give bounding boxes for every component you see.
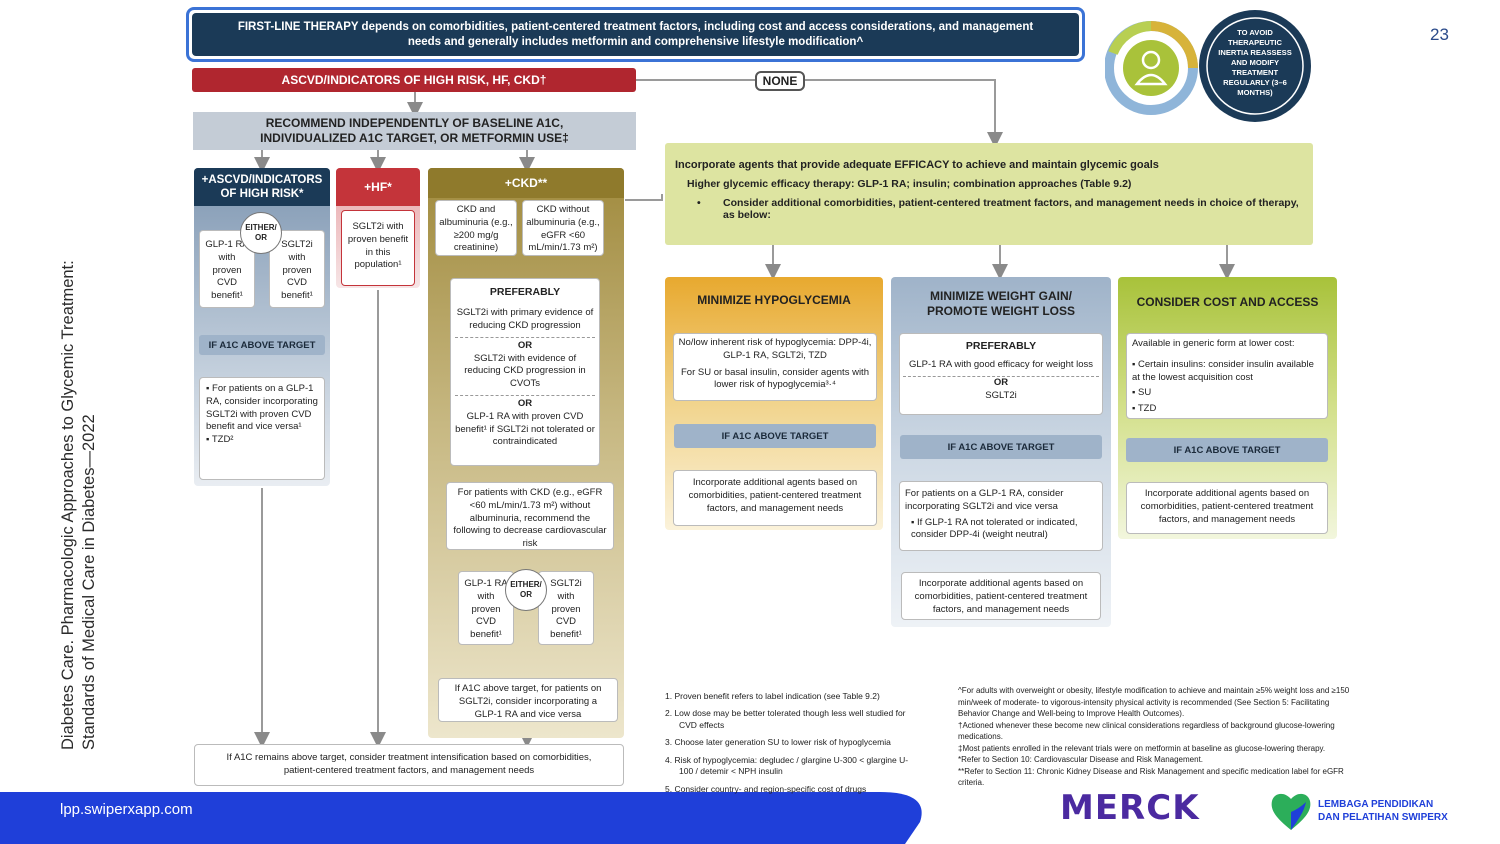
ckd-bottom-box: If A1C above target, for patients on SGL… [438,678,618,722]
inertia-cycle-graphic [1105,10,1311,122]
swiperx-heart-icon [1271,793,1311,830]
ckd-sglt2-box: SGLT2i with proven CVD benefit¹ [538,571,594,645]
weight-if-above-target: IF A1C ABOVE TARGET [900,435,1102,459]
ckd-no-albuminuria-box: CKD without albuminuria (e.g., eGFR <60 … [522,200,604,256]
ckd-pref-option-3: GLP-1 RA with proven CVD benefit¹ if SGL… [455,410,595,448]
ckd-without-albuminuria-text: For patients with CKD (e.g., eGFR <60 mL… [446,482,614,550]
efficacy-line3: • Consider additional comorbidities, pat… [697,197,1303,221]
efficacy-line2: Higher glycemic efficacy therapy: GLP-1 … [687,178,1132,190]
lembaga-line1: LEMBAGA PENDIDIKAN [1318,799,1434,810]
footer-band [0,778,922,844]
ascvd-bullet-1: For patients on a GLP-1 RA, consider inc… [206,383,318,434]
cost-title: CONSIDER COST AND ACCESS [1136,295,1319,309]
intensification-box: If A1C remains above target, consider tr… [194,744,624,786]
efficacy-line3-text: Consider additional comorbidities, patie… [723,197,1299,221]
footnote-1: 1. Proven benefit refers to label indica… [665,691,880,701]
hypo-if-above-target: IF A1C ABOVE TARGET [674,424,876,448]
ckd-glp1-box: GLP-1 RA with proven CVD benefit¹ [458,571,514,645]
footnote-4: 4. Risk of hypoglycemia: degludec / glar… [665,754,909,777]
ascvd-bullet-2: TZD² [206,434,318,447]
hypo-text-1: No/low inherent risk of hypoglycemia: DP… [678,337,872,361]
hypo-text-2: For SU or basal insulin, consider agents… [681,366,869,391]
weight-option-1: GLP-1 RA with good efficacy for weight l… [908,359,1094,371]
weight-preferably-box: PREFERABLY GLP-1 RA with good efficacy f… [899,333,1103,415]
footnotes-left: 1. Proven benefit refers to label indica… [665,691,915,795]
cost-bullet-2: SU [1132,387,1322,400]
ckd-pref-option-2: SGLT2i with evidence of reducing CKD pro… [464,352,586,390]
footnote-double-star: **Refer to Section 11: Chronic Kidney Di… [958,766,1344,788]
footnote-2: 2. Low dose may be better tolerated thou… [665,708,906,730]
ascvd-hf-ckd-bar: ASCVD/INDICATORS OF HIGH RISK, HF, CKD† [192,68,636,92]
efficacy-line1: Incorporate agents that provide adequate… [675,159,1159,171]
hypo-box-1: No/low inherent risk of hypoglycemia: DP… [673,333,877,401]
inertia-text: TO AVOID THERAPEUTIC INERTIA REASSESS AN… [1218,28,1292,97]
footnote-dagger: †Actioned whenever these become new clin… [958,720,1335,742]
footnote-3: 3. Choose later generation SU to lower r… [665,737,891,748]
weight-title: MINIMIZE WEIGHT GAIN/ PROMOTE WEIGHT LOS… [926,289,1075,318]
ckd-preferably-box: PREFERABLY SGLT2i with primary evidence … [450,278,600,466]
ascvd-sglt2-box: SGLT2i with proven CVD benefit¹ [269,230,325,308]
cost-bullet-3: TZD [1132,403,1322,416]
weight-box-2: For patients on a GLP-1 RA, consider inc… [899,481,1103,551]
merck-logo: MERCK [1060,788,1200,828]
weight-bullets: If GLP-1 RA not tolerated or indicated, … [905,517,1097,543]
weight-text-3: For patients on a GLP-1 RA, consider inc… [905,488,1064,512]
first-line-therapy-box: FIRST-LINE THERAPY depends on comorbidit… [186,7,1085,62]
weight-preferably-label: PREFERABLY [965,340,1037,352]
cost-bullet-1: Certain insulins: consider insulin avail… [1132,359,1322,385]
weight-bullet-1: If GLP-1 RA not tolerated or indicated, … [911,517,1097,543]
efficacy-box: Incorporate agents that provide adequate… [665,143,1313,245]
ckd-column-title: +CKD** [428,168,624,198]
ckd-albuminuria-box: CKD and albuminuria (e.g., ≥200 mg/g cre… [435,200,517,256]
ckd-preferably-label: PREFERABLY [489,286,561,298]
cost-box-2: Incorporate additional agents based on c… [1126,482,1328,534]
footnote-star: *Refer to Section 10: Cardiovascular Dis… [958,755,1204,764]
weight-option-2: SGLT2i [985,389,1017,401]
footer-url[interactable]: lpp.swiperxapp.com [60,801,193,818]
cost-box-1: Available in generic form at lower cost:… [1126,333,1328,419]
hypo-box-2: Incorporate additional agents based on c… [673,470,877,526]
ckd-either-or: EITHER/ OR [505,569,547,611]
none-box: NONE [755,71,805,91]
cost-bullets: Certain insulins: consider insulin avail… [1132,359,1322,416]
lembaga-line2: DAN PELATIHAN SWIPERX [1318,812,1448,823]
ckd-pref-option-1: SGLT2i with primary evidence of reducing… [456,307,594,331]
recommend-independently-bar: RECOMMEND INDEPENDENTLY OF BASELINE A1C,… [193,112,636,150]
page-number: 23 [1430,25,1449,44]
ascvd-bullets-box: For patients on a GLP-1 RA, consider inc… [199,377,325,480]
ckd-pref-or-1: OR [455,336,595,353]
footnote-caret: ^For adults with overweight or obesity, … [958,686,1350,718]
cost-if-above-target: IF A1C ABOVE TARGET [1126,438,1328,462]
footnotes-right: ^For adults with overweight or obesity, … [958,685,1353,789]
footnote-5: 5. Consider country- and region-specific… [665,783,867,794]
hypo-title: MINIMIZE HYPOGLYCEMIA [697,293,851,307]
footnote-double-dagger: ‡Most patients enrolled in the relevant … [958,743,1326,753]
hf-column-title: +HF* [336,168,420,206]
first-line-therapy-text: FIRST-LINE THERAPY depends on comorbidit… [192,13,1079,56]
ascvd-column-title: +ASCVD/INDICATORS OF HIGH RISK* [194,168,330,206]
ascvd-either-or: EITHER/ OR [240,212,282,254]
weight-or: OR [903,375,1099,390]
efficacy-bullet: • [697,197,701,209]
lembaga-logo-text: LEMBAGA PENDIDIKAN DAN PELATIHAN SWIPERX [1318,798,1448,824]
ascvd-if-above-target: IF A1C ABOVE TARGET [199,335,325,355]
hf-sglt2-box: SGLT2i with proven benefit in this popul… [341,210,415,286]
weight-box-3: Incorporate additional agents based on c… [901,572,1101,620]
cost-text-1: Available in generic form at lower cost: [1132,338,1295,349]
ckd-pref-or-2: OR [455,395,595,411]
